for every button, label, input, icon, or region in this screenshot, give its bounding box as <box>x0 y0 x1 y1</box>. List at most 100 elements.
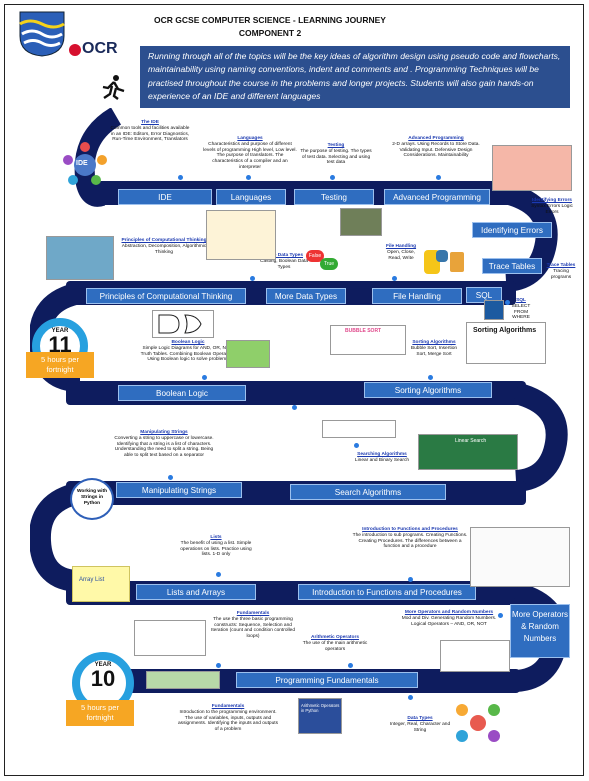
label-ide[interactable]: IDE <box>118 189 212 205</box>
note-pct-head: Principles of Computational Thinking <box>121 238 207 243</box>
note-filehandling-text: Open, Close, Read, Write <box>387 249 415 261</box>
intro-box: Running through all of the topics will b… <box>140 46 570 108</box>
note-advanced-head: Advanced Programming <box>408 136 464 141</box>
note-filehandling-head: File Handling <box>385 244 417 249</box>
note-arith-head: Arithmetic Operators <box>311 635 359 640</box>
route-dot <box>498 613 503 618</box>
title-line2: COMPONENT 2 <box>238 28 302 38</box>
route-dot <box>348 663 353 668</box>
route-dot <box>408 577 413 582</box>
sql-image <box>484 300 504 320</box>
ocr-logo-text: OCR <box>82 40 118 57</box>
label-sorting[interactable]: Sorting Algorithms <box>364 382 492 398</box>
bubble-sort-image: BUBBLE SORT <box>330 325 406 355</box>
route-dot <box>250 276 255 281</box>
sorting-image: Sorting Algorithms <box>466 322 546 364</box>
route-dot <box>178 175 183 180</box>
page-title: OCR GCSE COMPUTER SCIENCE - LEARNING JOU… <box>150 14 390 40</box>
compiler-diagram-image <box>206 210 276 260</box>
true-pill: True <box>320 258 338 270</box>
sorting-img-text: Sorting Algorithms <box>473 327 537 334</box>
label-pct[interactable]: Principles of Computational Thinking <box>86 288 246 304</box>
label-searching[interactable]: Search Algorithms <box>290 484 446 500</box>
note-searching-head: Searching Algorithms <box>357 452 407 457</box>
year11-label: YEAR <box>51 328 69 334</box>
year10-hours: 5 hours per fortnight <box>66 700 134 726</box>
boolean-pill-image: False True <box>306 250 342 272</box>
route-dot <box>428 375 433 380</box>
note-moretypes-head: More Data Types <box>264 253 304 258</box>
note-testing-text: The purpose of testing. The types of tes… <box>300 148 372 166</box>
strings-python-text: Working with Strings in Python <box>76 489 108 506</box>
note-languages-text: Characteristics and purpose of different… <box>203 141 297 170</box>
label-moreops[interactable]: More Operators & Random Numbers <box>510 604 570 658</box>
note-moreops-text: Mod and Div. Generating Random Numbers. … <box>401 615 497 627</box>
note-sorting-text: Bubble Sort, Insertion Sort, Merge Sort <box>410 345 458 357</box>
note-strings-head: Manipulating Strings <box>140 430 188 435</box>
note-fundamentals-head: Fundamentals <box>236 611 270 616</box>
linear-search-text: Linear Search <box>455 438 487 444</box>
note-functions-head: Introduction to Functions and Procedures <box>362 527 458 532</box>
school-crest <box>18 10 66 58</box>
note-sql-head: SQL <box>516 298 526 303</box>
array-list-image: Array List <box>72 566 130 602</box>
data-types-image <box>452 700 504 746</box>
note-errors-head: Identifying Errors <box>532 198 572 203</box>
note-ide-text: Common tools and facilities available in… <box>110 125 190 143</box>
runner-icon <box>100 74 126 100</box>
label-moreops-text: More Operators & Random Numbers <box>511 610 569 643</box>
advanced-image <box>492 145 572 191</box>
note-sorting-head: Sorting Algorithms <box>412 340 456 345</box>
ocr-logo: OCR <box>68 40 128 68</box>
label-errors[interactable]: Identifying Errors <box>472 222 552 238</box>
note-datatypes-text: Integer, Real, Character and String <box>389 721 451 733</box>
label-testing[interactable]: Testing <box>294 189 374 205</box>
note-searching-text: Linear and Binary Search <box>354 457 410 463</box>
constructs-image <box>134 620 206 656</box>
year10-number: 10 <box>90 666 116 691</box>
label-functions[interactable]: Introduction to Functions and Procedures <box>298 584 476 600</box>
note-arith-text: The use of the main arithmetic operators <box>302 640 368 652</box>
note-boolean-head: Boolean Logic <box>171 340 205 345</box>
note-lists-head: Lists <box>210 535 222 540</box>
arith-python-text: Arithmetic Operators in Python <box>301 703 340 713</box>
year10-label: YEAR <box>94 662 112 668</box>
label-traces[interactable]: Trace Tables <box>482 258 542 274</box>
note-traces-head: Trace Tables <box>546 263 576 268</box>
route-dot <box>505 300 510 305</box>
label-fundamentals[interactable]: Programming Fundamentals <box>236 672 418 688</box>
label-strings[interactable]: Manipulating Strings <box>116 482 242 498</box>
label-moretypes[interactable]: More Data Types <box>266 288 346 304</box>
label-advanced[interactable]: Advanced Programming <box>384 189 490 205</box>
label-boolean[interactable]: Boolean Logic <box>118 385 246 401</box>
strings-python-image: Working with Strings in Python <box>70 478 114 520</box>
route-dot <box>216 572 221 577</box>
note-pct-text: Abstraction, Decomposition, Algorithmic … <box>121 243 207 255</box>
label-filehandling[interactable]: File Handling <box>372 288 462 304</box>
note-moreops-head: More Operators and Random Numbers <box>404 610 494 615</box>
note-lists-text: The benefit of using a list. Simple oper… <box>180 540 252 558</box>
route-dot <box>354 443 359 448</box>
route-dot <box>392 276 397 281</box>
note-traces-text: Tracing programs <box>550 268 572 280</box>
title-line1: OCR GCSE COMPUTER SCIENCE - LEARNING JOU… <box>154 15 386 25</box>
label-lists[interactable]: Lists and Arrays <box>136 584 256 600</box>
procedure-words-image <box>470 527 570 587</box>
testing-image <box>340 208 382 236</box>
year11-number: 11 <box>48 332 72 357</box>
linear-search-image: Linear Search <box>418 434 518 470</box>
label-languages[interactable]: Languages <box>216 189 286 205</box>
note-sql-text: SELECT FROM WHERE <box>511 303 531 321</box>
